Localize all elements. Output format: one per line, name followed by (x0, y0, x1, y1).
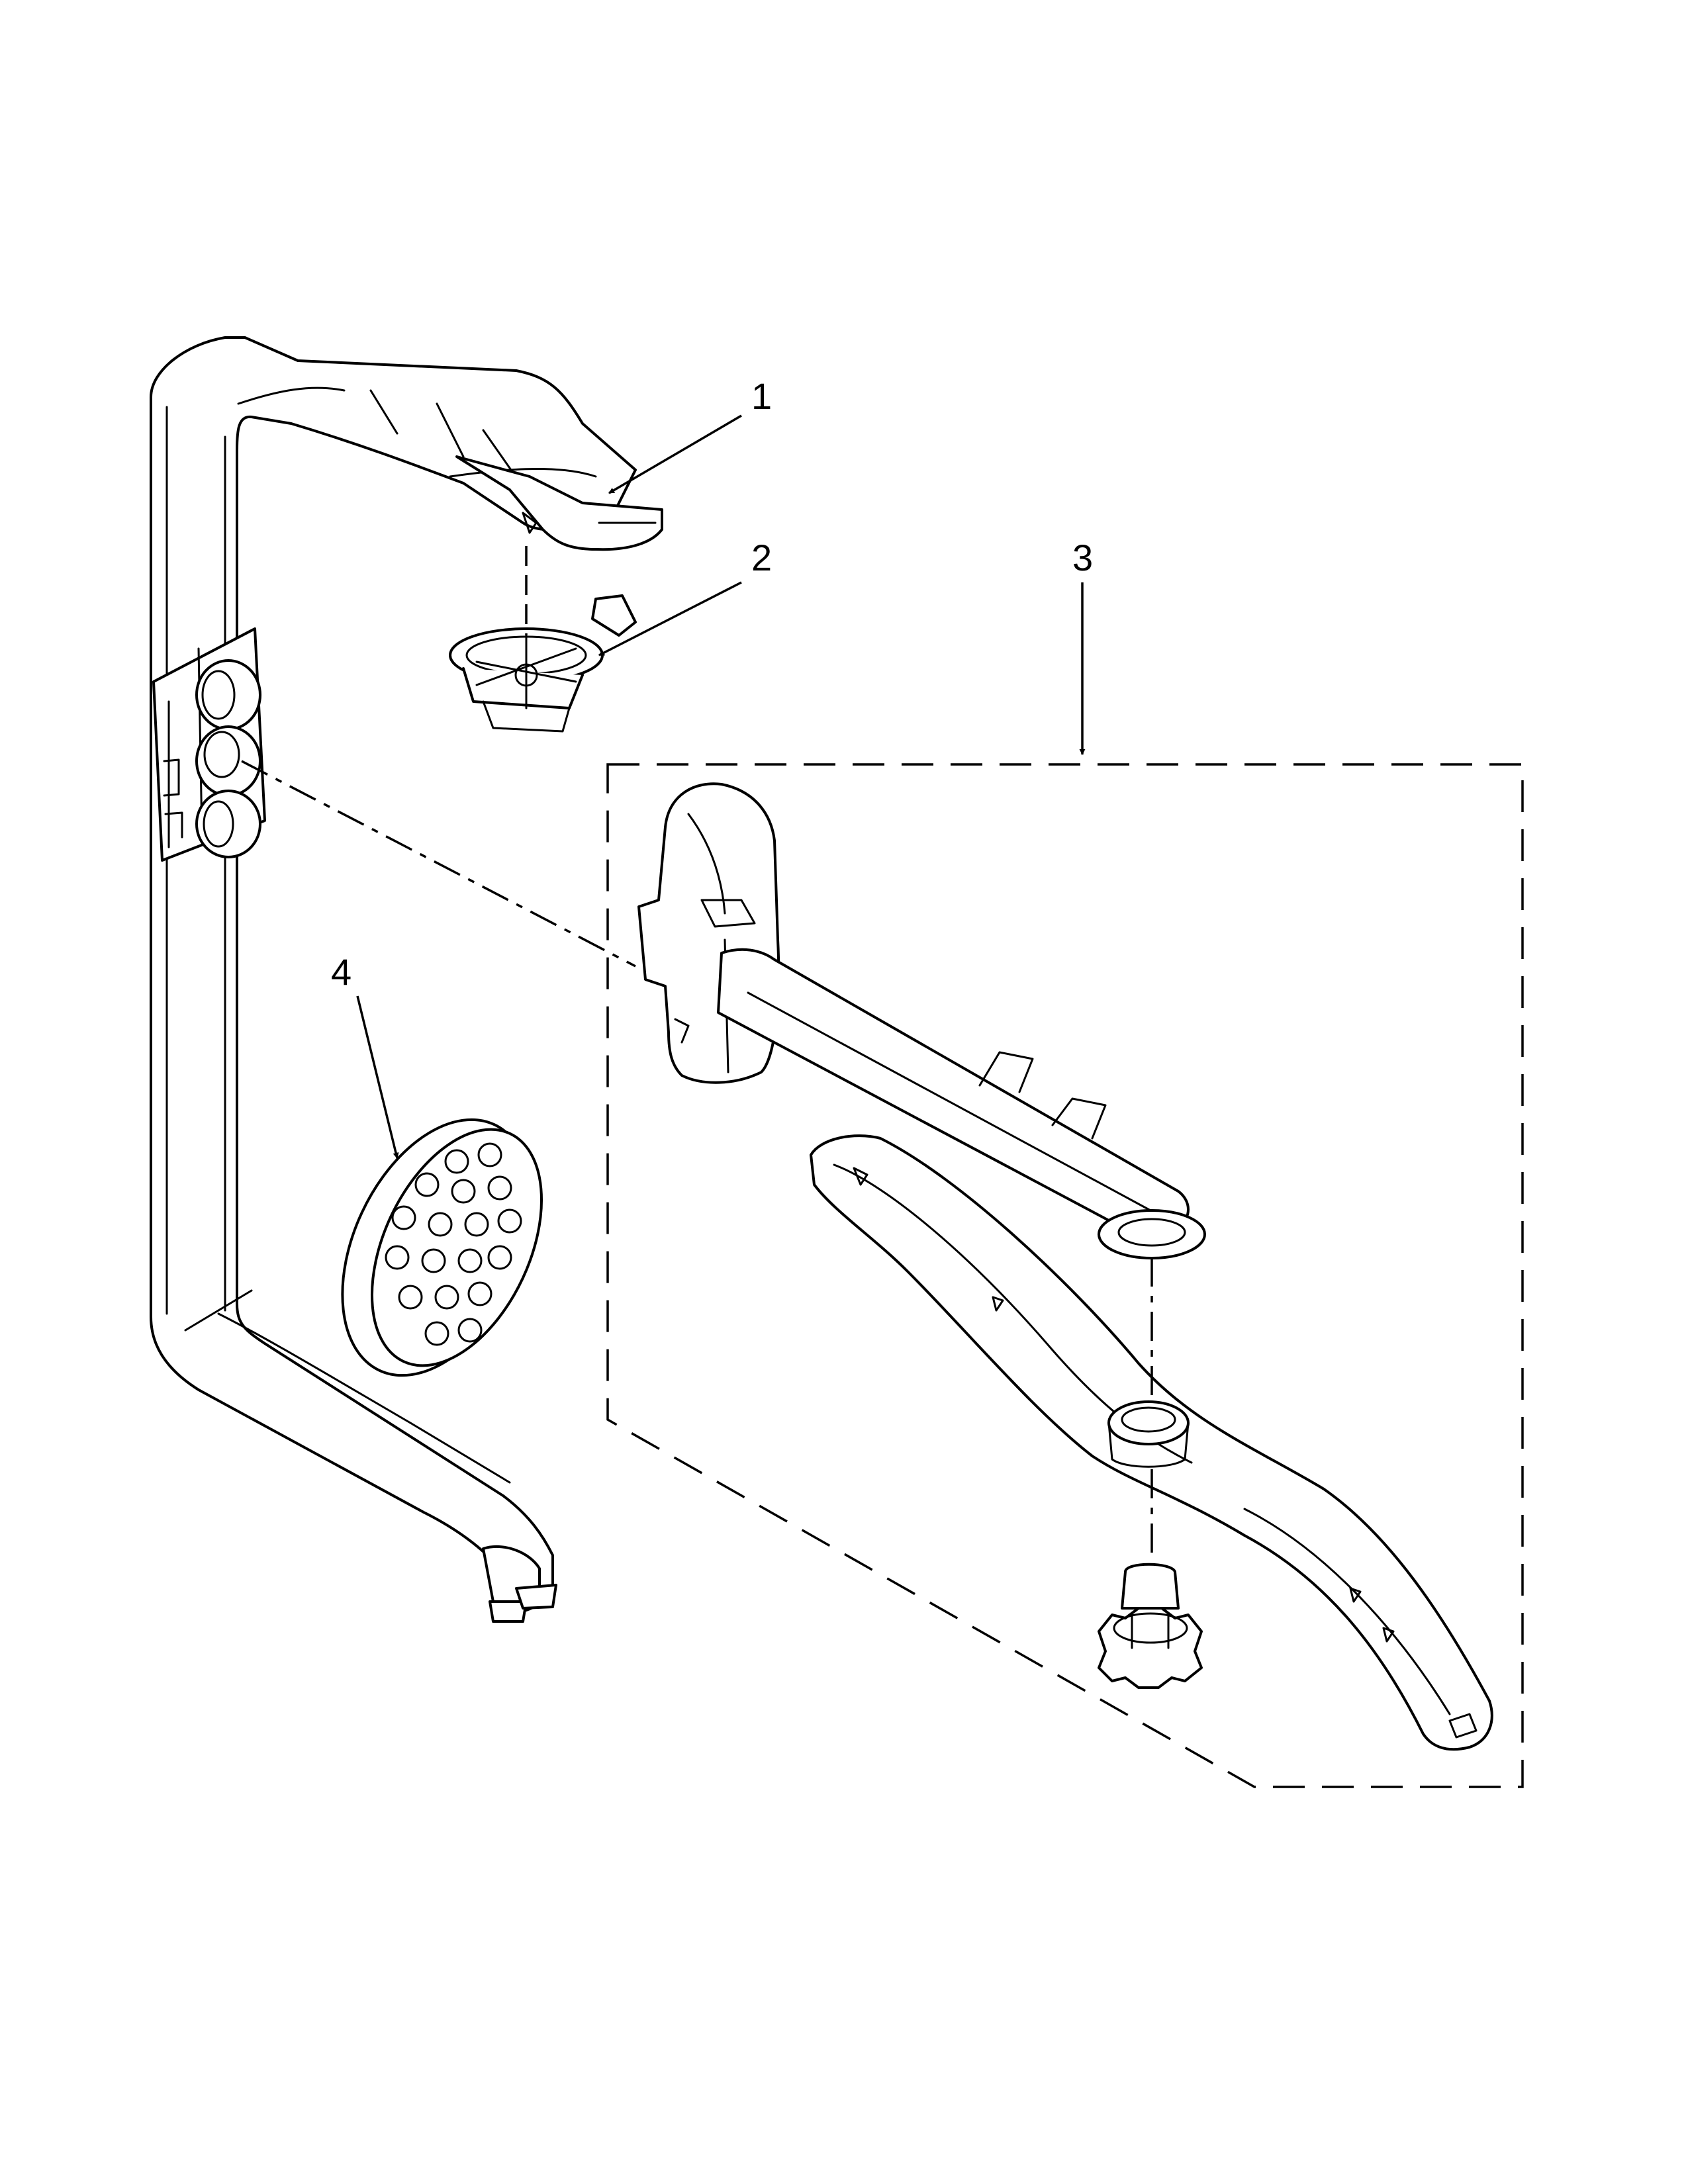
part-3-spray-arm-assembly (637, 782, 1493, 1751)
part-4-strainer (341, 1118, 543, 1377)
part-1-spray-tube-end (455, 455, 663, 551)
leader-arrow-2 (598, 581, 742, 657)
supply-tube (150, 336, 637, 1623)
leader-arrow-1 (608, 414, 742, 494)
leader-arrow-4 (356, 995, 399, 1159)
alignment-line-port (241, 760, 636, 968)
callout-4: 4 (331, 951, 352, 993)
callout-1: 1 (751, 375, 772, 417)
assembly-boundary (606, 763, 1524, 1788)
callout-3: 3 (1072, 537, 1093, 578)
part-2-nozzle-cage (449, 594, 637, 733)
callout-2: 2 (751, 537, 772, 578)
